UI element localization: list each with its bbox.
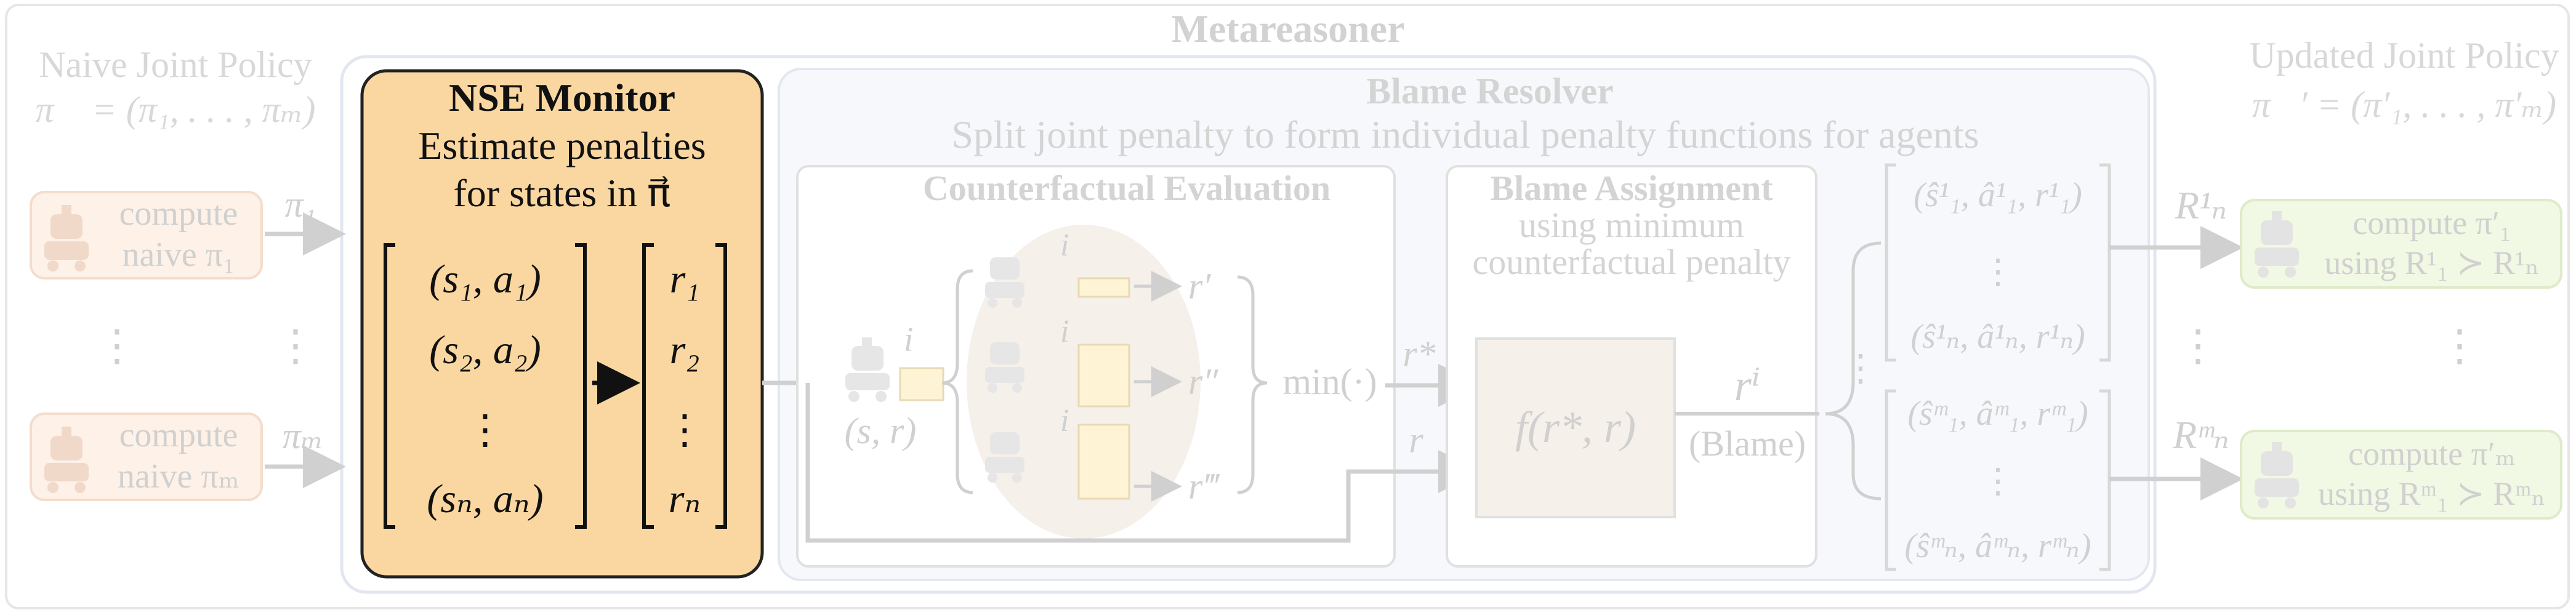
cf-agent-1-i: i	[1060, 228, 1069, 263]
cf-doc-2	[1077, 344, 1130, 408]
updated-r1n-label: R¹ₙ	[2175, 183, 2227, 227]
nse-monitor-subtitle-1: Estimate penalties	[418, 124, 706, 167]
tuple-bottom-1: (ŝᵐ₁, âᵐ₁, rᵐ₁)	[1907, 395, 2088, 433]
updated-policy-heading: Updated Joint Policy	[2249, 35, 2559, 76]
metareasoner-title: Metareasoner	[1171, 7, 1404, 50]
naive-vdots-right: ⋮	[274, 323, 317, 370]
cf-output-2: r″	[1188, 361, 1218, 402]
outer-frame	[5, 4, 2570, 609]
updated-policy-formula: π⃗′ = (π′₁, . . . , π′ₘ)	[2252, 84, 2556, 125]
naive-agent-1: compute naive π₁	[30, 191, 263, 279]
naive-agent-1-line2: naive π₁	[122, 236, 235, 274]
blame-resolver-title: Blame Resolver	[1366, 71, 1614, 111]
cf-output-1: r′	[1188, 266, 1211, 307]
cf-doc-3	[1077, 424, 1130, 500]
tuple-top-n: (ŝ¹ₙ, â¹ₙ, r¹ₙ)	[1910, 318, 2085, 356]
updated-agent-1-line1: compute π′₁	[2353, 204, 2511, 241]
naive-agent-m-line2: naive πₘ	[118, 457, 239, 496]
pair-vdots: ⋮	[465, 408, 505, 452]
penalty-2: r₂	[670, 328, 700, 372]
input-agent	[845, 337, 890, 402]
cf-agent-2	[985, 342, 1024, 393]
pairs-bracket-right	[575, 243, 587, 529]
naive-policy-formula: π⃗ = (π₁, . . . , πₘ)	[36, 89, 316, 130]
blame-resolver-subtitle: Split joint penalty to form individual p…	[951, 113, 1979, 156]
naive-agent-m-line1: compute	[119, 416, 238, 454]
pairs-bracket-left	[384, 243, 395, 529]
naive-pim-label: πₘ	[283, 416, 324, 456]
tuples-agent-m: (ŝᵐ₁, âᵐ₁, rᵐ₁) ⋮ (ŝᵐₙ, âᵐₙ, rᵐₙ)	[1885, 389, 2111, 571]
tuple-bottom-n: (ŝᵐₙ, âᵐₙ, rᵐₙ)	[1904, 527, 2091, 565]
r-star-label: r*	[1403, 334, 1435, 374]
input-doc-icon	[899, 367, 944, 401]
updated-agent-m-line1: compute π′ₘ	[2348, 435, 2516, 472]
naive-vdots-left: ⋮	[95, 323, 139, 370]
naive-policy-heading: Naive Joint Policy	[39, 44, 312, 85]
updated-agent-1-line2: using R¹₁ ≻ R¹ₙ	[2324, 244, 2539, 281]
robot-icon	[2255, 442, 2299, 508]
nse-monitor-subtitle-2: for states in π⃗	[453, 171, 670, 215]
cf-output-3: r‴	[1188, 466, 1220, 507]
updated-rmn-label: Rᵐₙ	[2172, 413, 2229, 457]
updated-agent-1: compute π′₁ using R¹₁ ≻ R¹ₙ	[2240, 199, 2562, 289]
robot-icon	[44, 205, 89, 271]
nse-monitor-box: NSE Monitor Estimate penalties for state…	[360, 69, 764, 579]
penalty-bracket-right	[715, 243, 727, 529]
pair-n: (sₙ, aₙ)	[427, 476, 543, 521]
blame-function: f(r*, r)	[1515, 403, 1636, 452]
min-label: min(·)	[1282, 361, 1377, 402]
blame-assignment-line1: using minimum	[1519, 205, 1744, 245]
updated-agent-m: compute π′ₘ using Rᵐ₁ ≻ Rᵐₙ	[2240, 430, 2562, 520]
tuple-bottom-dots: ⋮	[1981, 462, 2015, 500]
updated-vdots-left: ⋮	[2176, 323, 2220, 370]
blame-function-box	[1475, 337, 1676, 518]
tuples-agent-1: (ŝ¹₁, â¹₁, r¹₁) ⋮ (ŝ¹ₙ, â¹ₙ, r¹ₙ)	[1885, 163, 2111, 362]
naive-agent-1-line1: compute	[119, 195, 238, 233]
blame-assignment-title: Blame Assignment	[1490, 168, 1773, 208]
cf-agent-3-i: i	[1060, 403, 1069, 438]
robot-icon	[44, 427, 89, 493]
penalty-n: rₙ	[669, 476, 701, 521]
penalty-1: r₁	[670, 257, 700, 302]
counterfactual-title: Counterfactual Evaluation	[923, 168, 1330, 208]
metareasoner-frame	[340, 55, 2157, 594]
cf-agent-1	[985, 257, 1024, 308]
input-sr-label: (s, r)	[845, 411, 917, 451]
nse-monitor-title: NSE Monitor	[449, 76, 675, 119]
tuple-mid-dots: ⋮	[1842, 348, 1879, 388]
cf-doc-1	[1077, 277, 1130, 298]
tuple-top-1: (ŝ¹₁, â¹₁, r¹₁)	[1914, 176, 2082, 214]
naive-pi1-label: π₁	[285, 184, 316, 225]
updated-agent-m-line2: using Rᵐ₁ ≻ Rᵐₙ	[2318, 475, 2546, 512]
tuple-top-dots: ⋮	[1981, 253, 2015, 291]
blame-ri-label: rⁱ	[1734, 361, 1761, 410]
updated-vdots-right: ⋮	[2438, 323, 2481, 370]
blame-assignment-line2: counterfactual penalty	[1473, 242, 1791, 282]
robot-icon	[2255, 211, 2299, 278]
input-agent-i: i	[904, 321, 914, 359]
r-label: r	[1409, 420, 1423, 460]
tuple-split-brace	[1825, 241, 1882, 500]
penalty-bracket-left	[642, 243, 654, 529]
cf-agent-3	[985, 432, 1024, 483]
penalty-vdots: ⋮	[664, 408, 705, 452]
cf-agent-2-i: i	[1060, 314, 1069, 349]
pair-2: (s₂, a₂)	[429, 328, 541, 372]
branch-brace	[941, 269, 973, 494]
min-brace	[1237, 275, 1268, 494]
r-bypass-arrow	[805, 383, 1481, 543]
pair-1: (s₁, a₁)	[429, 257, 541, 302]
blame-label: (Blame)	[1689, 424, 1806, 464]
naive-agent-m: compute naive πₘ	[30, 412, 263, 501]
